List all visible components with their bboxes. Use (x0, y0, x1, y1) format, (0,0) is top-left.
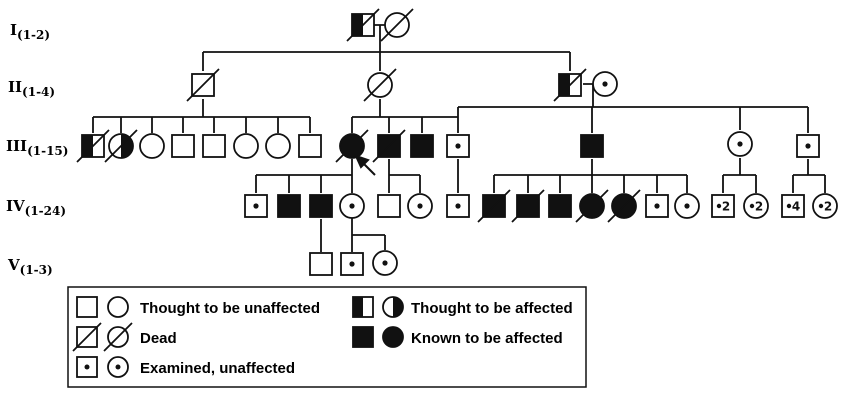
individual-circle-gen5-examined (372, 250, 398, 276)
individual-square-gen2-unaffected (186, 68, 220, 102)
individual-circle-gen3-unaffected (265, 133, 291, 159)
legend-box (67, 286, 587, 388)
gen-label-3: III(1-15) (6, 137, 68, 158)
count-label: 4 (792, 200, 800, 214)
individual-square-gen3-affected (580, 134, 604, 158)
legend-unaffected-square-icon (76, 296, 98, 318)
individual-square-gen4-examined: 4 (781, 194, 805, 218)
individual-square-gen4-affected (477, 189, 511, 223)
individual-square-gen1-half (346, 8, 380, 42)
individual-square-gen3-unaffected (298, 134, 322, 158)
legend-unaffected-circle-icon (107, 296, 129, 318)
proband-arrow (354, 154, 376, 176)
individual-circle-gen3-unaffected (139, 133, 165, 159)
individual-circle-gen2-unaffected (363, 68, 397, 102)
legend-affected-label: Known to be affected (411, 330, 563, 347)
individual-circle-gen1-unaffected (380, 8, 414, 42)
individual-square-gen3-examined (796, 134, 820, 158)
gen-label-5: V(1-3) (7, 256, 53, 277)
individual-circle-gen3-affected (335, 129, 369, 163)
individual-square-gen4-examined: 2 (711, 194, 735, 218)
individual-square-gen4-examined (645, 194, 669, 218)
individual-circle-gen3-examined (727, 131, 753, 157)
legend-dead-label: Dead (140, 330, 177, 347)
individual-square-gen3-unaffected (202, 134, 226, 158)
legend-examined-label: Examined, unaffected (140, 360, 295, 377)
legend: Thought to be unaffected Dead Examined, … (67, 286, 587, 388)
individual-square-gen5-examined (340, 252, 364, 276)
individual-circle-gen4-examined: 2 (743, 193, 769, 219)
individual-square-gen4-examined (244, 194, 268, 218)
individual-square-gen3-unaffected (171, 134, 195, 158)
individual-square-gen4-affected (548, 194, 572, 218)
individual-square-gen3-affected (410, 134, 434, 158)
individual-circle-gen3-unaffected (233, 133, 259, 159)
individual-square-gen4-affected (277, 194, 301, 218)
individual-circle-gen4-examined (407, 193, 433, 219)
gen-label-2: II(1-4) (8, 78, 55, 99)
individual-square-gen4-affected (309, 194, 333, 218)
individual-circle-gen4-examined (674, 193, 700, 219)
individual-square-gen2-half (553, 68, 587, 102)
individual-circle-gen4-affected (607, 189, 641, 223)
individual-square-gen4-affected (511, 189, 545, 223)
legend-unaffected-label: Thought to be unaffected (140, 300, 320, 317)
individual-square-gen4-examined (446, 194, 470, 218)
individual-circle-gen3-half (104, 129, 138, 163)
individual-circle-gen2-examined (592, 71, 618, 97)
individual-square-gen3-half (76, 129, 110, 163)
count-label: 2 (722, 200, 730, 214)
individual-square-gen5-unaffected (309, 252, 333, 276)
individual-square-gen4-unaffected (377, 194, 401, 218)
gen-label-4: IV(1-24) (6, 197, 66, 218)
individual-square-gen3-examined (446, 134, 470, 158)
count-label: 2 (824, 200, 832, 214)
count-label: 2 (755, 200, 763, 214)
individual-circle-gen4-affected (575, 189, 609, 223)
generation-labels: I(1-2) II(1-4) III(1-15) IV(1-24) V(1-3) (6, 21, 68, 277)
individuals: 2 2 4 2 (76, 8, 838, 276)
individual-square-gen3-affected (372, 129, 406, 163)
individual-circle-gen4-examined: 2 (812, 193, 838, 219)
legend-half-label: Thought to be affected (411, 300, 573, 317)
legend-affected-square-icon (352, 326, 374, 348)
individual-circle-gen4-examined (339, 193, 365, 219)
legend-affected-circle-icon (382, 326, 404, 348)
gen-label-1: I(1-2) (10, 21, 50, 42)
